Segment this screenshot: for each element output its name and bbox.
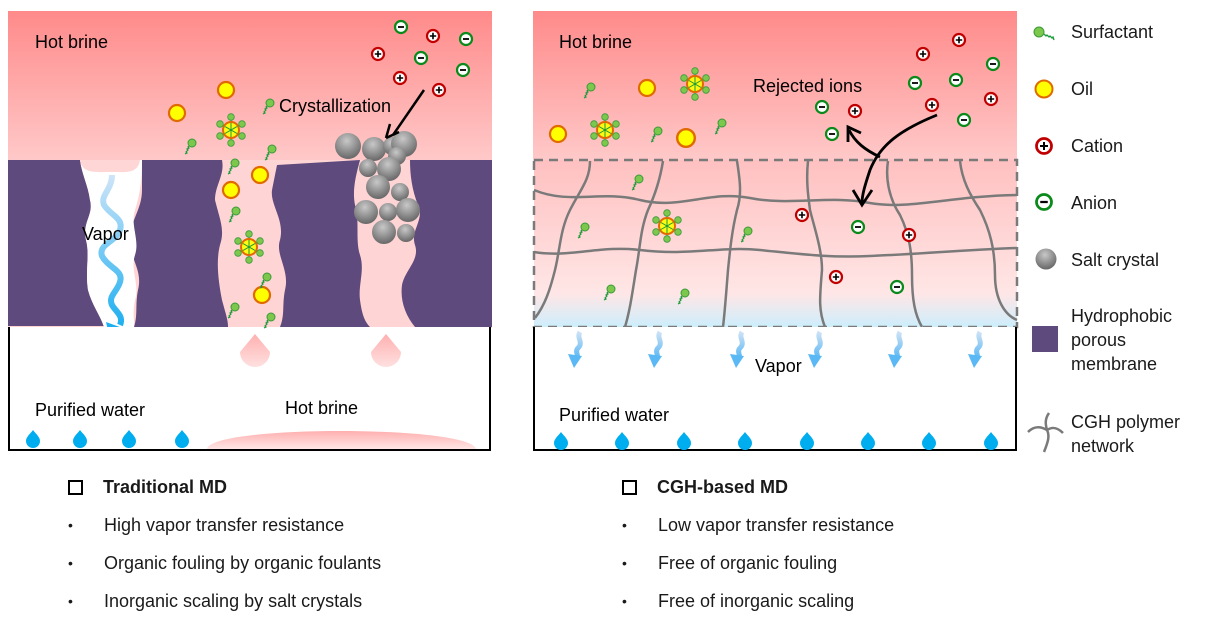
hydrophobic-membrane: [8, 160, 492, 327]
list-item-text: Free of inorganic scaling: [658, 590, 855, 611]
traditional-md-summary: Traditional MD • High vapor transfer resi…: [68, 472, 381, 624]
ion-path-arrow-head: [851, 189, 874, 208]
ion-path-arrow: [860, 113, 938, 204]
list-item: • Inorganic scaling by salt crystals: [68, 586, 381, 616]
legend-label-membrane-3: membrane: [1071, 354, 1157, 374]
list-item: • Organic fouling by organic foulants: [68, 548, 381, 578]
oil-droplet-icon: [1034, 79, 1054, 99]
surfactant-icon: [1033, 26, 1055, 41]
vapor-label-right: Vapor: [755, 356, 802, 376]
hot-brine-label-right: Hot brine: [559, 32, 632, 52]
membrane-swatch-icon: [1032, 326, 1058, 352]
permeate-chamber-right: [533, 327, 1017, 451]
crystallization-arrow: [391, 89, 426, 136]
list-item-text: Low vapor transfer resistance: [658, 514, 895, 535]
legend-item-polymer-network: CGH polymer network: [1027, 412, 1180, 456]
hot-brine-label-left: Hot brine: [35, 32, 108, 52]
meniscus: [80, 160, 140, 173]
rejection-arrow-head: [846, 124, 862, 142]
crystallization-arrow-head: [384, 123, 400, 140]
bullet-icon: •: [68, 593, 73, 609]
polymer-network-icon: [1027, 412, 1064, 453]
traditional-md-heading: Traditional MD: [68, 472, 381, 502]
bullet-icon: •: [68, 517, 73, 533]
cgh-layer: [534, 160, 1017, 327]
list-item-text: Inorganic scaling by salt crystals: [104, 590, 363, 611]
rejected-ions-label: Rejected ions: [753, 76, 862, 96]
cgh-md-title: CGH-based MD: [657, 476, 789, 497]
legend-item-anion: Anion: [1035, 193, 1117, 213]
anion-icon: [1035, 193, 1053, 211]
legend-label-membrane-2: porous: [1071, 330, 1126, 350]
list-item-text: Organic fouling by organic foulants: [104, 552, 382, 573]
checkbox-square-icon: [68, 479, 83, 495]
legend-label-salt-crystal: Salt crystal: [1071, 250, 1159, 270]
salt-crystal-icon: [1035, 248, 1057, 270]
list-item: • Free of inorganic scaling: [622, 586, 894, 616]
legend-label-anion: Anion: [1071, 193, 1117, 213]
purified-water-label-left: Purified water: [35, 400, 145, 420]
legend-label-oil: Oil: [1071, 79, 1093, 99]
brine-drop-2: [371, 334, 401, 367]
legend-label-polymer-2: network: [1071, 436, 1135, 456]
legend: Surfactant Oil Cation Anion Salt crystal…: [1027, 22, 1180, 456]
crystallization-label: Crystallization: [279, 96, 391, 116]
cgh-md-panel: Vapor Purified water: [532, 11, 1019, 451]
legend-label-polymer-1: CGH polymer: [1071, 412, 1180, 432]
list-item: • Free of organic fouling: [622, 548, 894, 578]
list-item-text: High vapor transfer resistance: [104, 514, 345, 535]
legend-item-cation: Cation: [1035, 136, 1123, 156]
bullet-icon: •: [622, 593, 627, 609]
vapor-arrow: [98, 174, 124, 327]
vapor-label-left: Vapor: [82, 224, 129, 244]
checkbox-square-icon: [622, 479, 637, 495]
purified-water-label-right: Purified water: [559, 405, 669, 425]
permeate-chamber-left: [8, 327, 491, 451]
leaked-brine-pool: [207, 431, 476, 449]
bullet-icon: •: [68, 555, 73, 571]
cgh-polymer-network: [533, 160, 1018, 328]
list-item: • Low vapor transfer resistance: [622, 510, 894, 540]
legend-item-membrane: Hydrophobic porous membrane: [1032, 306, 1172, 374]
cgh-md-summary: CGH-based MD • Low vapor transfer resista…: [622, 472, 894, 624]
legend-label-cation: Cation: [1071, 136, 1123, 156]
legend-label-surfactant: Surfactant: [1071, 22, 1153, 42]
traditional-md-title: Traditional MD: [103, 476, 228, 497]
brine-drop-1: [240, 334, 270, 367]
rejection-arrow: [847, 129, 881, 159]
hot-brine-bottom-label: Hot brine: [285, 398, 358, 418]
salt-crystals-left: [335, 131, 420, 244]
legend-label-membrane-1: Hydrophobic: [1071, 306, 1172, 326]
bullet-icon: •: [622, 517, 627, 533]
cgh-md-heading: CGH-based MD: [622, 472, 894, 502]
cation-icon: [1035, 137, 1053, 155]
legend-item-oil: Oil: [1034, 79, 1093, 99]
traditional-md-panel: Vapor Purified water Hot brine: [8, 11, 492, 451]
list-item: • High vapor transfer resistance: [68, 510, 381, 540]
legend-item-surfactant: Surfactant: [1033, 22, 1153, 42]
list-item-text: Free of organic fouling: [658, 552, 838, 573]
legend-item-salt-crystal: Salt crystal: [1035, 248, 1159, 270]
bullet-icon: •: [622, 555, 627, 571]
